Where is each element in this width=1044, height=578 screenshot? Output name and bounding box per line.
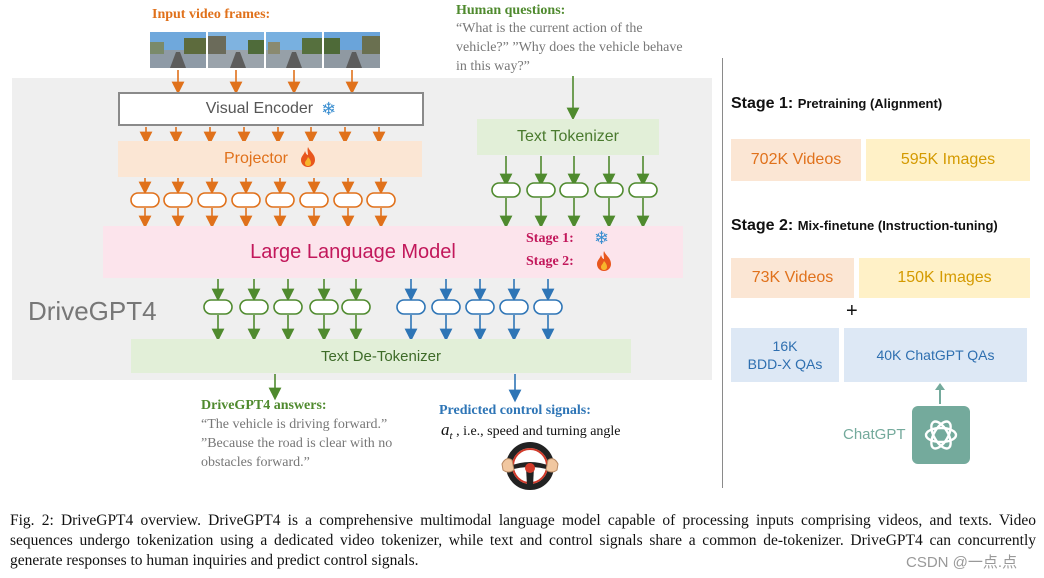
human-questions-text: “What is the current action of the vehic… bbox=[456, 21, 683, 74]
stage1-subtitle: Pretraining (Alignment) bbox=[797, 96, 943, 111]
chatgpt-logo-icon bbox=[912, 406, 970, 464]
token-pill bbox=[431, 299, 461, 315]
text-detokenizer-box: Text De-Tokenizer bbox=[131, 339, 631, 373]
snowflake-icon: ❄ bbox=[321, 98, 337, 119]
stage1-heading: Stage 1: Pretraining (Alignment) bbox=[731, 95, 942, 113]
token-pill bbox=[396, 299, 426, 315]
diagram-connectors bbox=[130, 70, 658, 403]
text-tokenizer-box: Text Tokenizer bbox=[477, 119, 659, 155]
token-pill bbox=[273, 299, 303, 315]
token-pill bbox=[465, 299, 495, 315]
fire-icon bbox=[300, 146, 316, 172]
stage2-heading: Stage 2: Mix-finetune (Instruction-tunin… bbox=[731, 217, 998, 235]
token-pill bbox=[197, 192, 227, 208]
token-pill bbox=[333, 192, 363, 208]
token-pill bbox=[203, 299, 233, 315]
control-signals-title: Predicted control signals: bbox=[439, 403, 591, 418]
control-signals-text: at , i.e., speed and turning angle bbox=[441, 420, 621, 442]
stage2-subtitle: Mix-finetune (Instruction-tuning) bbox=[797, 218, 998, 233]
visual-encoder-label: Visual Encoder bbox=[205, 100, 314, 117]
token-pill bbox=[239, 299, 269, 315]
chatgpt-arrow bbox=[935, 383, 945, 404]
bddx-qas-box: 16K BDD-X QAs bbox=[731, 328, 839, 382]
steering-wheel-icon bbox=[500, 440, 560, 496]
token-pill bbox=[526, 182, 556, 198]
watermark: CSDN @一点.点 bbox=[906, 554, 1018, 571]
video-frame bbox=[150, 32, 206, 68]
llm-box bbox=[103, 226, 683, 278]
bddx-label: BDD-X QAs bbox=[747, 356, 823, 372]
plus-sign: + bbox=[846, 300, 858, 322]
token-pill bbox=[594, 182, 624, 198]
video-frame bbox=[208, 32, 264, 68]
stage1-images-box: 595K Images bbox=[866, 139, 1030, 181]
answers-title: DriveGPT4 answers: bbox=[201, 398, 327, 413]
control-description: , i.e., speed and turning angle bbox=[456, 424, 621, 439]
llm-stage2-label: Stage 2: bbox=[526, 254, 574, 269]
llm-label: Large Language Model bbox=[250, 240, 456, 263]
token-pill bbox=[299, 192, 329, 208]
token-pill bbox=[499, 299, 529, 315]
token-pill bbox=[366, 192, 396, 208]
section-divider bbox=[722, 58, 723, 488]
snowflake-icon: ❄ bbox=[594, 228, 610, 249]
input-frames-title: Input video frames: bbox=[152, 7, 271, 22]
chatgpt-qas-box: 40K ChatGPT QAs bbox=[844, 328, 1027, 382]
video-frame bbox=[324, 32, 380, 68]
chatgpt-label: ChatGPT bbox=[843, 426, 906, 443]
control-symbol: a bbox=[441, 420, 450, 439]
token-pill bbox=[341, 299, 371, 315]
token-pill bbox=[265, 192, 295, 208]
token-pill bbox=[628, 182, 658, 198]
token-pill bbox=[163, 192, 193, 208]
video-frame bbox=[266, 32, 322, 68]
stage2-images-box: 150K Images bbox=[859, 258, 1030, 298]
visual-encoder-box: Visual Encoder ❄ bbox=[118, 92, 424, 126]
token-pill bbox=[130, 192, 160, 208]
token-pill bbox=[491, 182, 521, 198]
control-subscript: t bbox=[449, 429, 453, 442]
model-name: DriveGPT4 bbox=[28, 296, 157, 326]
stage2-videos-box: 73K Videos bbox=[731, 258, 854, 298]
stage1-title: Stage 1: bbox=[731, 95, 794, 112]
llm-stage1-label: Stage 1: bbox=[526, 231, 574, 246]
stage1-videos-box: 702K Videos bbox=[731, 139, 861, 181]
answers-text: “The vehicle is driving forward.” ”Becau… bbox=[201, 417, 393, 470]
token-pill bbox=[309, 299, 339, 315]
fire-icon bbox=[596, 251, 612, 275]
human-questions-title: Human questions: bbox=[456, 3, 566, 18]
projector-box: Projector bbox=[118, 141, 422, 177]
bddx-count: 16K bbox=[772, 338, 798, 354]
token-pill bbox=[559, 182, 589, 198]
figure-caption: Fig. 2: DriveGPT4 overview. DriveGPT4 is… bbox=[10, 512, 1036, 569]
projector-label: Projector bbox=[223, 150, 289, 167]
token-pill bbox=[533, 299, 563, 315]
stage2-title: Stage 2: bbox=[731, 217, 794, 234]
token-pill bbox=[231, 192, 261, 208]
